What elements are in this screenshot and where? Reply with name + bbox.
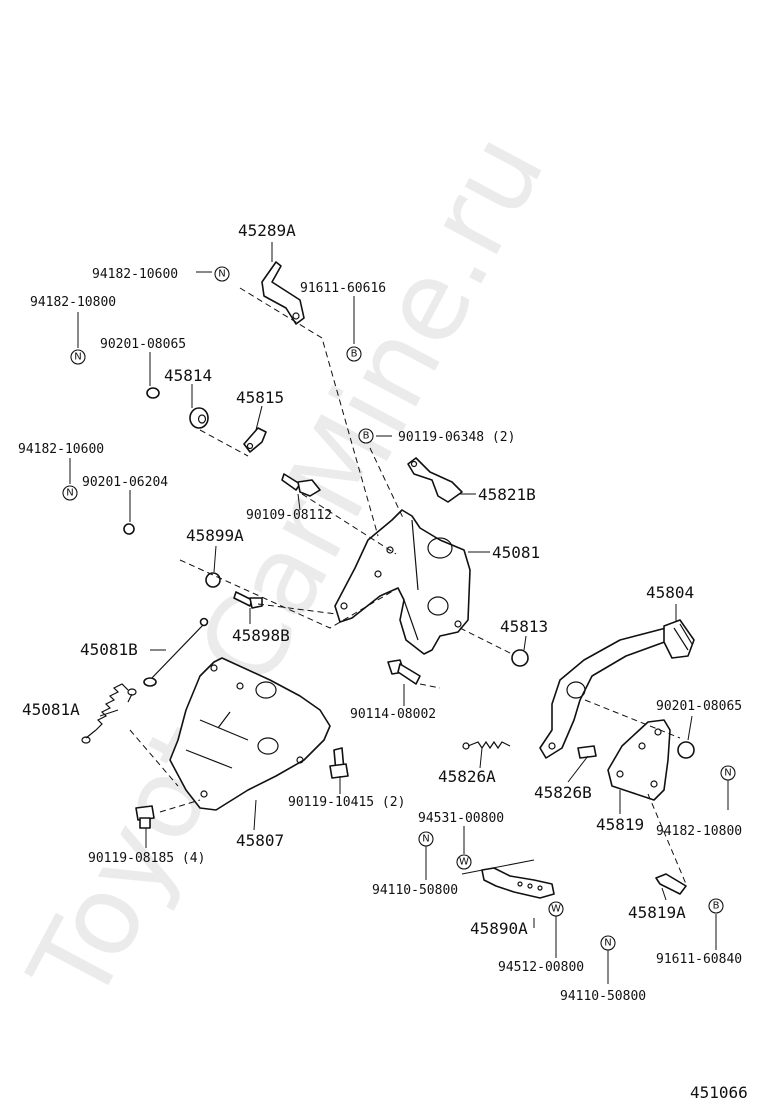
label-91611-60616: 91611-60616 xyxy=(300,281,386,296)
bolt-45898b-shape xyxy=(233,591,263,609)
bushing-45899a-shape xyxy=(205,572,221,588)
bolt-90119-08185-shape xyxy=(135,805,155,829)
bushing-45813-shape xyxy=(511,649,529,667)
pin-45819a-shape xyxy=(655,873,687,895)
label-45289a: 45289A xyxy=(238,221,296,240)
washer-90201-08065-right-shape xyxy=(677,741,695,759)
svg-text:N: N xyxy=(218,269,225,280)
label-94110-50800-bottom: 94110-50800 xyxy=(560,989,646,1004)
support-45807-shape xyxy=(169,657,331,811)
symbol-n-94182-10600-left: N xyxy=(62,485,78,501)
spring-45826a-shape xyxy=(462,740,511,750)
label-94110-50800-left: 94110-50800 xyxy=(372,883,458,898)
label-90119-10415: 90119-10415 (2) xyxy=(288,795,405,810)
symbol-n-94110-50800-bottom: N xyxy=(600,935,616,951)
label-45814: 45814 xyxy=(164,366,212,385)
plate-45819-shape xyxy=(607,719,671,801)
symbol-b-90119-06348: B xyxy=(358,428,374,444)
svg-text:N: N xyxy=(604,938,611,949)
label-45081a: 45081A xyxy=(22,700,80,719)
label-45819a: 45819A xyxy=(628,903,686,922)
label-90119-08185: 90119-08185 (4) xyxy=(88,851,205,866)
bolt-90114-08002-shape xyxy=(387,659,421,685)
rod-45081b-shape xyxy=(143,617,209,687)
label-90201-08065-left: 90201-08065 xyxy=(100,337,186,352)
symbol-b-91611-60616: B xyxy=(346,346,362,362)
bracket-45081-shape xyxy=(334,509,471,655)
link-45815-shape xyxy=(243,427,267,453)
label-94182-10600-left: 94182-10600 xyxy=(18,442,104,457)
label-90201-06204: 90201-06204 xyxy=(82,475,168,490)
symbol-b-91611-60840: B xyxy=(708,898,724,914)
label-91611-60840: 91611-60840 xyxy=(656,952,742,967)
svg-text:N: N xyxy=(66,488,73,499)
svg-text:B: B xyxy=(713,901,720,912)
label-90114-08002: 90114-08002 xyxy=(350,707,436,722)
stopper-45890a-shape xyxy=(481,867,555,899)
symbol-w-94531-00800: W xyxy=(456,854,472,870)
bracket-45821b-shape xyxy=(407,457,463,503)
symbol-n-94182-10800-left: N xyxy=(70,349,86,365)
svg-text:N: N xyxy=(74,352,81,363)
washer-90201-08065-left-shape xyxy=(146,387,160,399)
symbol-n-94110-50800-left: N xyxy=(418,831,434,847)
label-45826b: 45826B xyxy=(534,783,592,802)
symbol-n-94182-10800-right: N xyxy=(720,765,736,781)
label-90109-08112: 90109-08112 xyxy=(246,508,332,523)
label-45898b: 45898B xyxy=(232,626,290,645)
spring-45081a-shape xyxy=(81,683,137,744)
symbol-w-94512-00800: W xyxy=(548,901,564,917)
svg-text:N: N xyxy=(724,768,731,779)
label-94182-10800-right: 94182-10800 xyxy=(656,824,742,839)
pedal-45804-shape xyxy=(539,619,695,759)
svg-text:W: W xyxy=(551,904,561,915)
bolt-45826b-shape xyxy=(577,745,597,759)
bolt-90119-10415-shape xyxy=(329,747,349,779)
bracket-45289a-shape xyxy=(261,261,305,325)
washer-90201-06204-shape xyxy=(123,523,135,535)
figure-number: 451066 xyxy=(690,1083,748,1102)
bushing-45814-shape xyxy=(189,407,209,429)
label-94512-00800: 94512-00800 xyxy=(498,960,584,975)
label-45819: 45819 xyxy=(596,815,644,834)
label-45821b: 45821B xyxy=(478,485,536,504)
label-45813: 45813 xyxy=(500,617,548,636)
label-94182-10600-top: 94182-10600 xyxy=(92,267,178,282)
assembly-lines xyxy=(129,287,687,885)
bolt-90109-08112-shape xyxy=(281,473,321,497)
label-45081b: 45081B xyxy=(80,640,138,659)
symbol-n-94182-10600-top: N xyxy=(214,266,230,282)
label-45804: 45804 xyxy=(646,583,694,602)
watermark: ToyotaCarMine.ru xyxy=(4,114,569,1023)
leader-lines xyxy=(69,242,729,984)
label-45826a: 45826A xyxy=(438,767,496,786)
label-94182-10800-left: 94182-10800 xyxy=(30,295,116,310)
label-45807: 45807 xyxy=(236,831,284,850)
label-45890a: 45890A xyxy=(470,919,528,938)
label-45815: 45815 xyxy=(236,388,284,407)
label-90119-06348: 90119-06348 (2) xyxy=(398,430,515,445)
svg-text:B: B xyxy=(363,431,370,442)
svg-text:B: B xyxy=(351,349,358,360)
label-45081: 45081 xyxy=(492,543,540,562)
svg-text:N: N xyxy=(422,834,429,845)
label-45899a: 45899A xyxy=(186,526,244,545)
label-90201-08065-right: 90201-08065 xyxy=(656,699,742,714)
label-94531-00800: 94531-00800 xyxy=(418,811,504,826)
svg-text:W: W xyxy=(459,857,469,868)
